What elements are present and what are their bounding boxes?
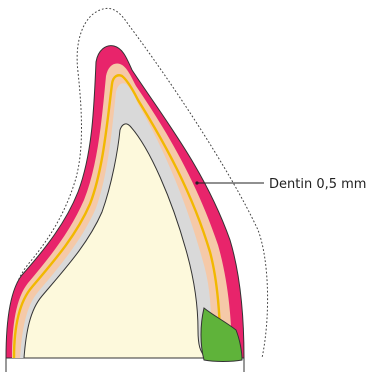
label-leader-dot xyxy=(195,181,198,184)
dentin-label: Dentin 0,5 mm xyxy=(269,177,366,192)
